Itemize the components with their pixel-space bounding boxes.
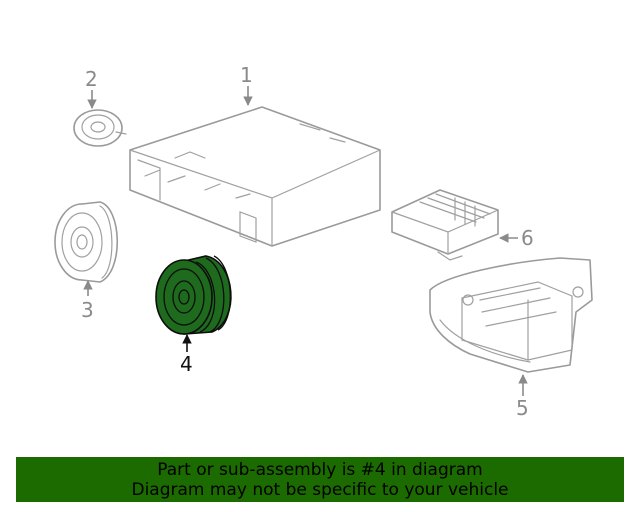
part-2-tweeter[interactable]: [73, 109, 127, 147]
part-6-control-module[interactable]: [391, 189, 499, 261]
part-3-speaker[interactable]: [54, 201, 118, 283]
callout-4[interactable]: 4: [180, 352, 193, 376]
callout-1[interactable]: 1: [240, 63, 253, 87]
info-banner: Part or sub-assembly is #4 in diagram Di…: [16, 457, 624, 502]
part-4-speaker-highlighted[interactable]: [155, 255, 232, 335]
callout-3[interactable]: 3: [81, 298, 94, 322]
part-5-bracket-housing[interactable]: [429, 257, 593, 373]
callout-2[interactable]: 2: [85, 67, 98, 91]
banner-line-disclaimer: Diagram may not be specific to your vehi…: [131, 480, 509, 500]
part-1-amplifier-module[interactable]: [129, 106, 381, 287]
callout-6[interactable]: 6: [521, 226, 534, 250]
banner-line-part: Part or sub-assembly is #4 in diagram: [157, 460, 483, 480]
callout-5[interactable]: 5: [516, 396, 529, 420]
